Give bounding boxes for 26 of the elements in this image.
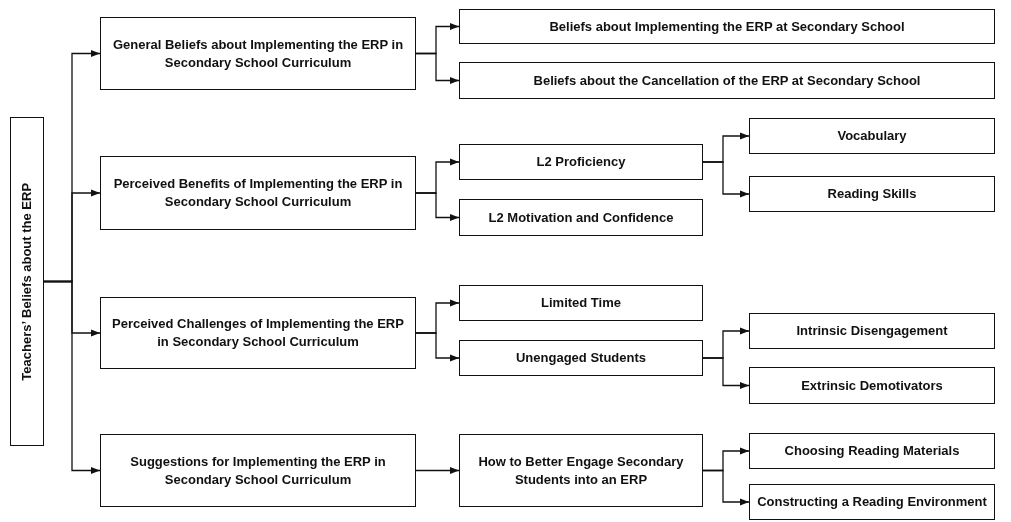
arrow (415, 192, 460, 222)
category-box: Choosing Reading Materials (749, 433, 995, 469)
category-box: Beliefs about the Cancellation of the ERP at Secondary School (459, 62, 995, 99)
category-box: Beliefs about Implementing the ERP at Secondary School (459, 9, 995, 44)
category-box: L2 Proficiency (459, 144, 703, 180)
category-box: Perceived Challenges of Implementing the ERP in Secondary School Curriculum (100, 297, 416, 369)
root-box: Teachers’ Beliefs about the ERP (10, 117, 44, 446)
category-box: Limited Time (459, 285, 703, 321)
category-box: Suggestions for Implementing the ERP in Secondary School Curriculum (100, 434, 416, 507)
category-box: Intrinsic Disengagement (749, 313, 995, 349)
arrow (415, 52, 460, 85)
category-box: Unengaged Students (459, 340, 703, 376)
category-box: Constructing a Reading Environment (749, 484, 995, 520)
category-box: Vocabulary (749, 118, 995, 154)
category-box: Reading Skills (749, 176, 995, 212)
category-box: L2 Motivation and Confidence (459, 199, 703, 236)
arrow (702, 469, 750, 506)
category-box: Perceived Benefits of Implementing the ERP in Secondary School Curriculum (100, 156, 416, 230)
arrow (415, 332, 460, 362)
category-box: How to Better Engage Secondary Students into an ERP (459, 434, 703, 507)
arrow (43, 280, 101, 475)
arrow (415, 466, 460, 475)
arrow (702, 161, 750, 198)
category-box: Extrinsic Demotivators (749, 367, 995, 404)
category-box: General Beliefs about Implementing the ERP in Secondary School Curriculum (100, 17, 416, 90)
arrow (702, 357, 750, 390)
